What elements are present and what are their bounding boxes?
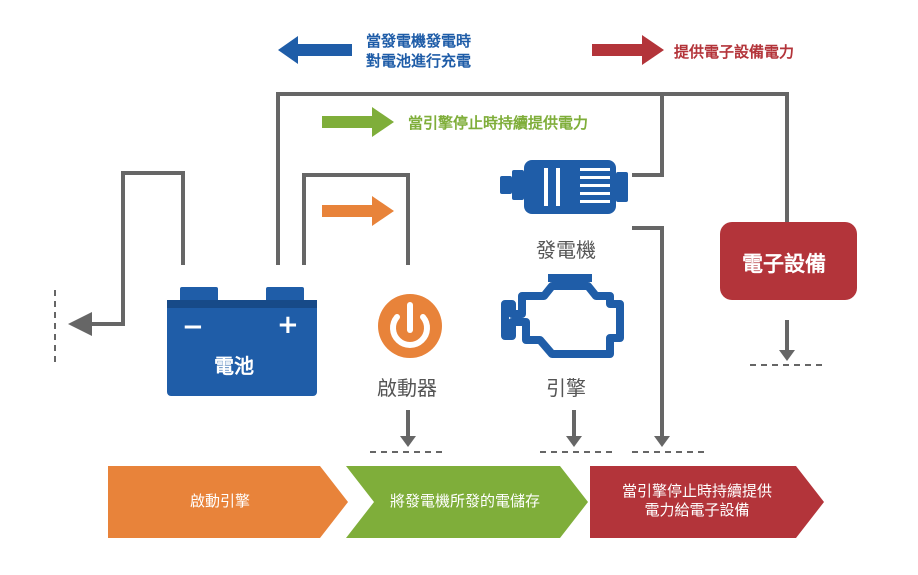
red-legend-arrow — [592, 35, 664, 65]
power-icon — [378, 294, 442, 358]
line-battery-starter — [302, 173, 410, 265]
blue-legend-arrow — [278, 36, 352, 64]
alternator-icon — [500, 160, 628, 214]
line-alternator-loop — [632, 94, 664, 177]
battery-plus-symbol: + — [277, 310, 299, 340]
banner-store-power — [346, 466, 588, 538]
electronics-box — [720, 222, 857, 300]
banner-start-engine — [108, 466, 348, 538]
green-legend-label: 當引擎停止時持續提供電力 — [408, 114, 589, 132]
banner-supply-power-line2: 電力給電子設備 — [644, 501, 750, 519]
battery-icon — [167, 287, 317, 396]
battery-minus-symbol: − — [182, 312, 204, 342]
engine-label: 引擎 — [546, 376, 586, 400]
red-legend-label: 提供電子設備電力 — [674, 43, 795, 61]
battery-label: 電池 — [214, 354, 254, 378]
green-legend-arrow — [322, 107, 394, 137]
starter-label: 啟動器 — [377, 376, 437, 400]
orange-arrow — [322, 196, 394, 226]
electronics-label: 電子設備 — [742, 252, 826, 276]
banner-start-engine-text: 啟動引擎 — [189, 492, 250, 510]
banner-supply-power-line1: 當引擎停止時持續提供 — [621, 482, 772, 500]
blue-legend-line1: 當發電機發電時 — [366, 32, 472, 50]
line-top-loop — [276, 92, 789, 265]
engine-icon — [501, 274, 624, 358]
line-alternator-down — [632, 226, 664, 440]
line-battery-left — [68, 171, 185, 336]
banner-supply-power — [590, 466, 824, 538]
blue-legend-line2: 對電池進行充電 — [366, 52, 472, 70]
alternator-label: 發電機 — [536, 238, 596, 262]
banner-store-power-text: 將發電機所發的電儲存 — [389, 492, 540, 510]
